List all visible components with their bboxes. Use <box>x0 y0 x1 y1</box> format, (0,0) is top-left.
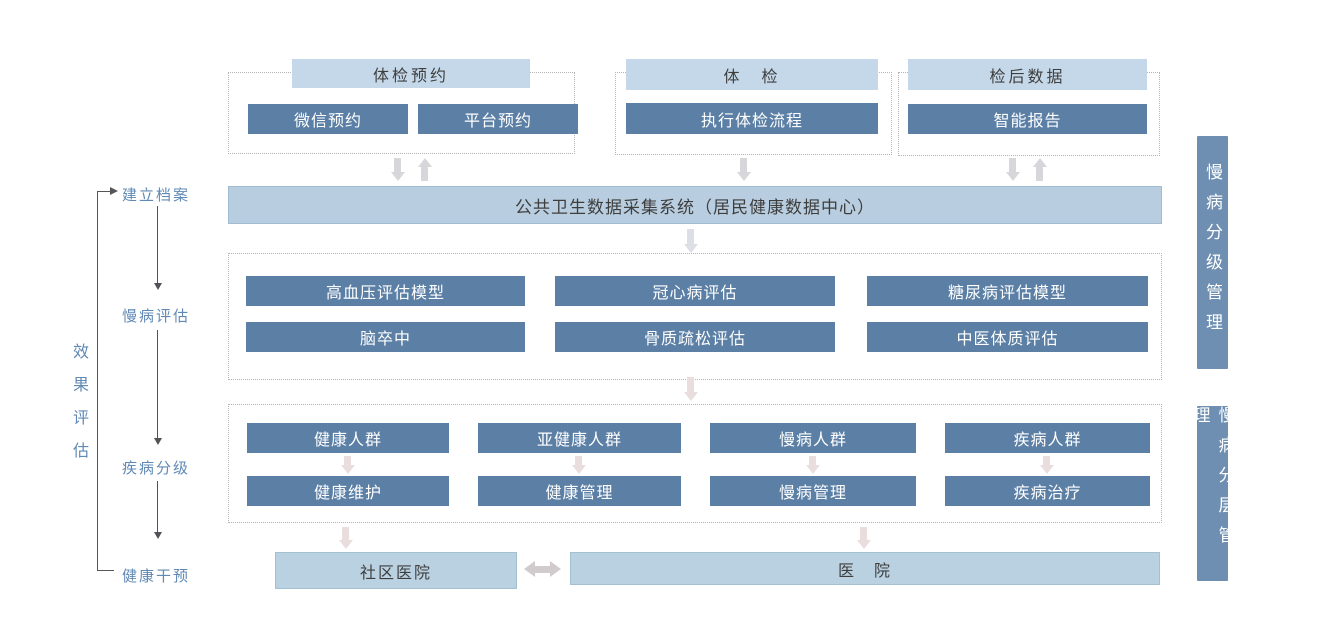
step-disease-grading: 疾病分级 <box>122 460 191 477</box>
box-wechat-booking: 微信预约 <box>248 104 408 134</box>
box-stroke: 脑卒中 <box>246 322 525 352</box>
box-diabetes-model: 糖尿病评估模型 <box>867 276 1148 306</box>
group-border-assessment <box>228 253 1162 380</box>
right-arrow-icon <box>110 187 118 195</box>
down-arrow-icon <box>153 481 162 539</box>
feedback-loop-line <box>97 570 114 571</box>
down-arrow-icon <box>571 456 586 474</box>
group-header-booking: 体检预约 <box>292 59 530 88</box>
group-border-stratification <box>228 404 1162 523</box>
box-healthy-population: 健康人群 <box>247 423 449 453</box>
down-arrow-icon <box>153 330 162 445</box>
box-platform-booking: 平台预约 <box>418 104 578 134</box>
down-arrow-icon <box>683 229 698 253</box>
down-arrow-icon <box>736 158 751 181</box>
up-arrow-icon <box>417 158 432 181</box>
box-chronic-management: 慢病管理 <box>710 476 916 506</box>
down-arrow-icon <box>338 527 353 549</box>
box-tcm-constitution: 中医体质评估 <box>867 322 1148 352</box>
down-arrow-icon <box>856 527 871 549</box>
box-chronic-population: 慢病人群 <box>710 423 916 453</box>
down-arrow-icon <box>1005 158 1020 181</box>
box-osteoporosis-assessment: 骨质疏松评估 <box>555 322 835 352</box>
box-disease-treatment: 疾病治疗 <box>945 476 1150 506</box>
box-subhealthy-population: 亚健康人群 <box>478 423 681 453</box>
down-arrow-icon <box>390 158 405 181</box>
box-health-maintenance: 健康维护 <box>247 476 449 506</box>
step-health-intervention: 健康干预 <box>122 568 191 585</box>
box-exam-process: 执行体检流程 <box>626 103 878 134</box>
box-health-management: 健康管理 <box>478 476 681 506</box>
sidebar-layered-management: 慢病分层管理 <box>1191 406 1235 581</box>
box-coronary-assessment: 冠心病评估 <box>555 276 835 306</box>
down-arrow-icon <box>340 456 355 474</box>
down-arrow-icon <box>1039 456 1054 474</box>
down-arrow-icon <box>683 377 698 401</box>
box-hospital: 医 院 <box>570 552 1160 585</box>
group-header-postexam: 检后数据 <box>908 59 1147 90</box>
step-chronic-assessment: 慢病评估 <box>122 308 191 325</box>
box-smart-report: 智能报告 <box>908 104 1147 134</box>
box-community-hospital: 社区医院 <box>275 552 517 589</box>
step-create-archive: 建立档案 <box>122 187 191 204</box>
box-disease-population: 疾病人群 <box>945 423 1150 453</box>
data-center-bar: 公共卫生数据采集系统（居民健康数据中心） <box>228 186 1162 224</box>
sidebar-graded-management: 慢病分级管理 <box>1197 136 1228 369</box>
box-hypertension-model: 高血压评估模型 <box>246 276 525 306</box>
down-arrow-icon <box>153 206 162 290</box>
double-arrow-icon <box>524 561 561 577</box>
down-arrow-icon <box>805 456 820 474</box>
group-header-exam: 体 检 <box>626 59 878 90</box>
up-arrow-icon <box>1032 158 1047 181</box>
feedback-loop-line <box>97 191 111 192</box>
feedback-loop-line <box>97 191 98 571</box>
feedback-label: 效果评估 <box>70 343 87 475</box>
